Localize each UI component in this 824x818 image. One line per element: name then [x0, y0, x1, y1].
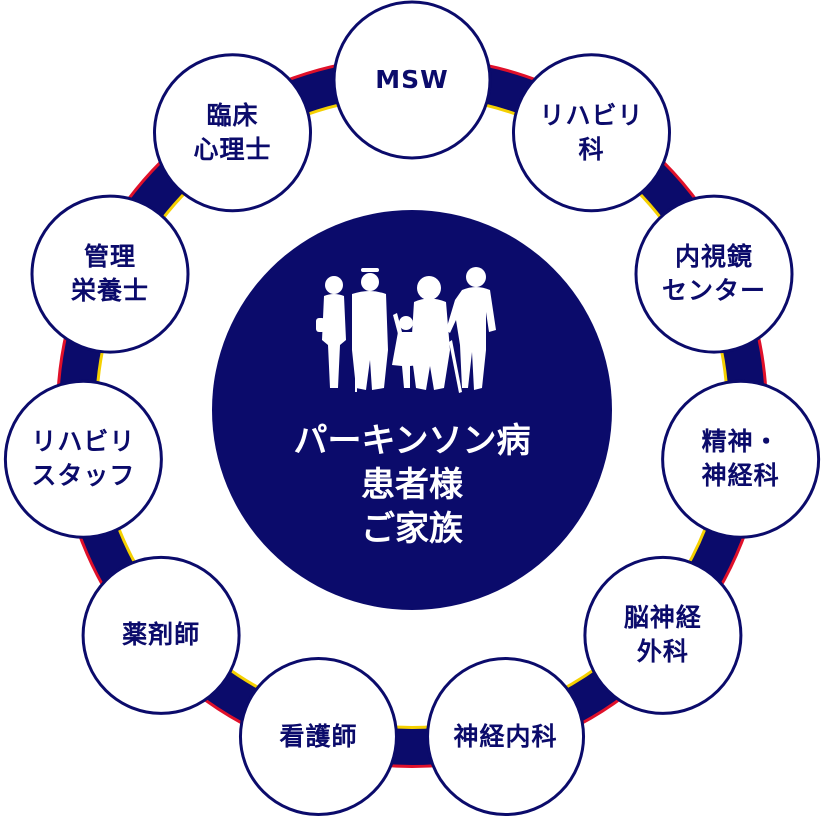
node-circle-neurosurgery: [583, 555, 743, 715]
node-circle-endoscopy-center: [634, 194, 794, 354]
node-label-dietitian: 管理 栄養士: [70, 242, 149, 306]
center-line-family: ご家族: [360, 509, 463, 549]
node-circle-neurology: [426, 657, 586, 817]
node-circle-psychiatry-neurology: [661, 379, 821, 539]
node-circle-dietitian: [30, 194, 190, 354]
node-label-nurse: 看護師: [279, 721, 358, 751]
node-circle-msw: [332, 0, 492, 160]
family-silhouette-icon: [316, 267, 496, 393]
node-label-clinical-psychologist: 臨床 心理士: [193, 100, 272, 164]
center-line-condition: パーキンソン病: [293, 421, 531, 461]
node-circle-nurse: [238, 657, 398, 817]
node-circle-rehab-dept: [511, 53, 671, 213]
center-line-patients: 患者様: [360, 465, 463, 505]
node-circle-pharmacist: [81, 555, 241, 715]
node-label-endoscopy-center: 内視鏡 センター: [661, 242, 766, 306]
node-circle-clinical-psychologist: [153, 53, 313, 213]
node-label-pharmacist: 薬剤師: [122, 620, 201, 650]
node-label-msw: MSW: [375, 65, 449, 94]
node-label-rehab-dept: リハビリ 科: [539, 100, 644, 164]
center-circle: [212, 210, 612, 610]
node-label-psychiatry-neurology: 精神・ 神経科: [701, 427, 780, 491]
node-label-neurology: 神経内科: [453, 721, 558, 751]
node-circle-rehab-staff: [3, 379, 163, 539]
center-label: パーキンソン病 患者様 ご家族: [294, 419, 531, 551]
node-circles: [3, 0, 821, 817]
node-label-neurosurgery: 脳神経 外科: [623, 603, 702, 667]
node-label-rehab-staff: リハビリ スタッフ: [31, 427, 136, 491]
